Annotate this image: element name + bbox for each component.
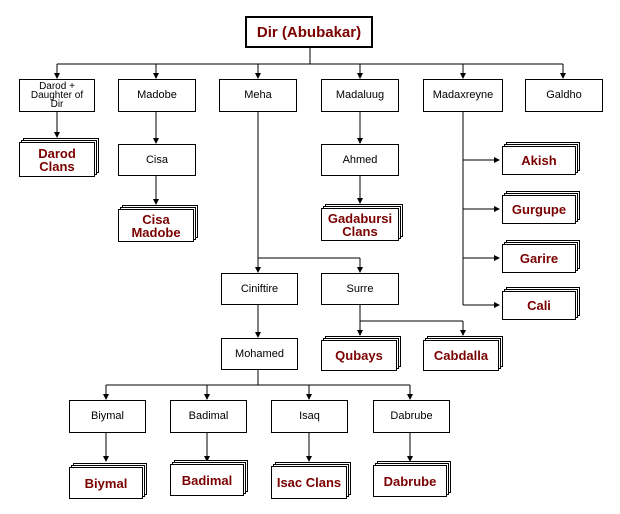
clan-gurgupe-label: Gurgupe: [511, 202, 567, 217]
node-madaxreyne: Madaxreyne: [423, 79, 503, 112]
node-cisa: Cisa: [118, 144, 196, 176]
node-galdho-label: Galdho: [546, 89, 582, 101]
node-badimal-label: Badimal: [188, 410, 229, 422]
clan-garire-label: Garire: [519, 251, 559, 266]
clan-qubays: Qubays: [321, 340, 397, 371]
clan-akish: Akish: [502, 146, 576, 175]
clan-badimal-label: Badimal: [181, 472, 233, 488]
clan-cabdalla-label: Cabdalla: [433, 348, 489, 363]
clan-isac: Isac Clans: [271, 466, 347, 499]
node-cisa-label: Cisa: [145, 153, 168, 166]
clan-gadabursi-label: Gadabursi Clans: [327, 210, 393, 239]
node-meha-label: Meha: [244, 89, 272, 101]
clan-cali: Cali: [502, 291, 576, 320]
node-darod: Darod + Daughter of Dir: [19, 79, 95, 112]
clan-darod-label: Darod Clans: [38, 145, 76, 174]
node-ciniftire-label: Ciniftire: [240, 282, 279, 295]
clan-dabrube-label: Dabrube: [383, 473, 437, 489]
node-badimal: Badimal: [170, 400, 247, 433]
node-isaq-label: Isaq: [299, 410, 320, 422]
node-ciniftire: Ciniftire: [221, 273, 298, 305]
node-meha: Meha: [219, 79, 297, 112]
node-isaq: Isaq: [271, 400, 348, 433]
node-surre-label: Surre: [346, 282, 374, 295]
clan-cabdalla: Cabdalla: [423, 340, 499, 371]
node-galdho: Galdho: [525, 79, 603, 112]
node-mohamed-label: Mohamed: [235, 347, 284, 360]
clan-cali-label: Cali: [527, 298, 551, 313]
node-darod-label: Darod + Daughter of Dir: [30, 81, 84, 110]
node-madaluug: Madaluug: [321, 79, 399, 112]
clan-gurgupe: Gurgupe: [502, 195, 576, 224]
clan-cisa-madobe-label: Cisa Madobe: [131, 211, 181, 240]
node-dabrube-label: Dabrube: [390, 410, 433, 422]
node-surre: Surre: [321, 273, 399, 305]
node-madaluug-label: Madaluug: [335, 89, 385, 101]
clan-gadabursi: Gadabursi Clans: [321, 208, 399, 241]
clan-isac-label: Isac Clans: [276, 475, 342, 490]
clan-badimal: Badimal: [170, 464, 244, 496]
node-madaxreyne-label: Madaxreyne: [432, 89, 494, 101]
node-dabrube: Dabrube: [373, 400, 450, 433]
clan-cisa-madobe: Cisa Madobe: [118, 209, 194, 242]
node-ahmed-label: Ahmed: [342, 153, 378, 166]
clan-dabrube: Dabrube: [373, 465, 447, 497]
clan-biymal-label: Biymal: [84, 475, 128, 491]
clan-darod: Darod Clans: [19, 142, 95, 177]
clan-akish-label: Akish: [521, 153, 557, 168]
clan-garire: Garire: [502, 244, 576, 273]
root-label: Dir (Abubakar): [256, 23, 362, 41]
node-madobe-label: Madobe: [137, 89, 177, 101]
node-biymal-label: Biymal: [90, 410, 124, 422]
root-node: Dir (Abubakar): [245, 16, 373, 48]
node-madobe: Madobe: [118, 79, 196, 112]
clan-qubays-label: Qubays: [335, 348, 383, 363]
node-ahmed: Ahmed: [321, 144, 399, 176]
node-mohamed: Mohamed: [221, 338, 298, 370]
clan-biymal: Biymal: [69, 467, 143, 499]
node-biymal: Biymal: [69, 400, 146, 433]
